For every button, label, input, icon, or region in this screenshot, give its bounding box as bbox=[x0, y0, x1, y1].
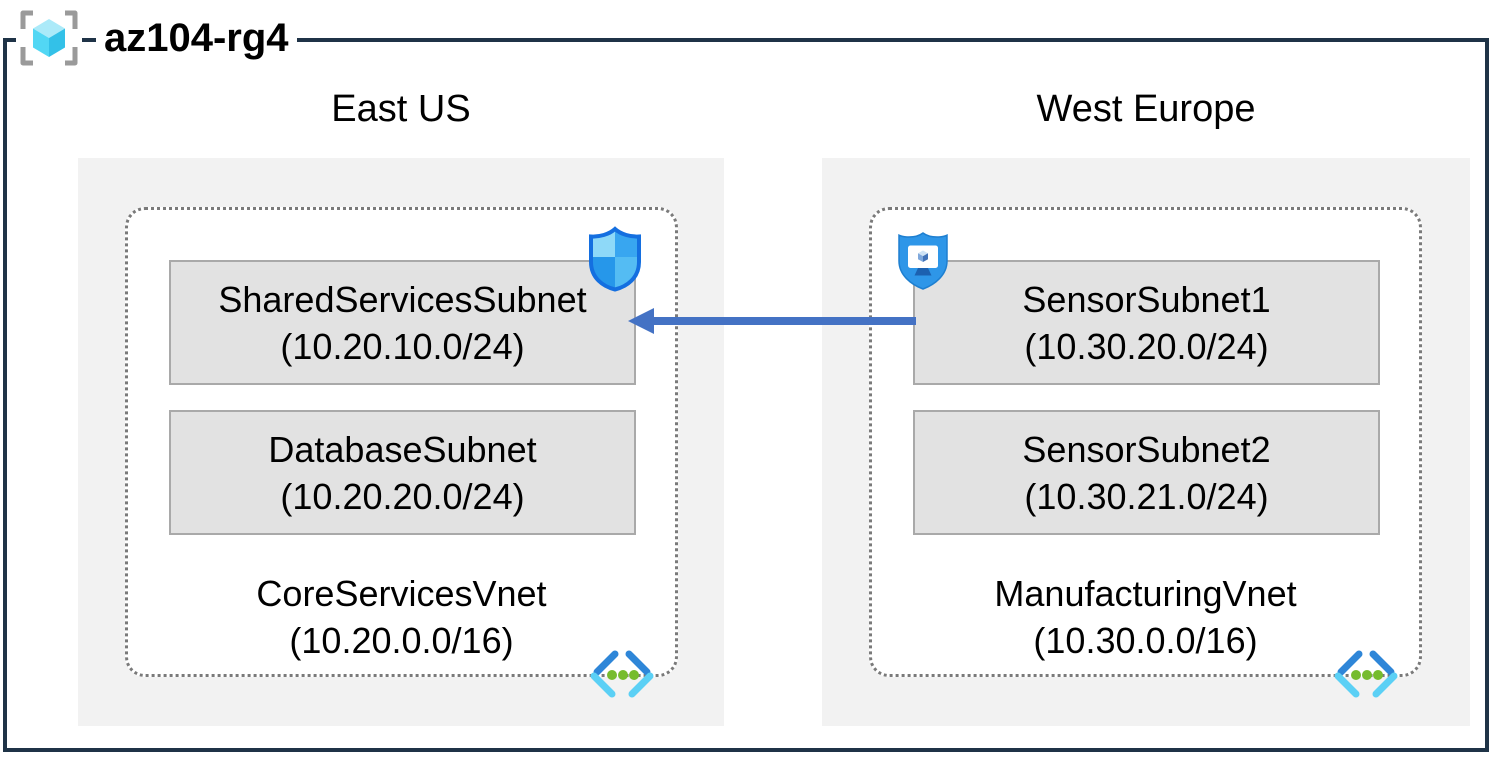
application-security-group-shield-icon bbox=[896, 231, 950, 291]
resource-group-frame bbox=[3, 38, 1489, 752]
vnet-label-coreservices: CoreServicesVnet (10.20.0.0/16) bbox=[128, 570, 675, 664]
region-label-west-europe: West Europe bbox=[1036, 88, 1256, 130]
subnet-cidr: (10.20.10.0/24) bbox=[280, 325, 525, 367]
vnet-cidr: (10.20.0.0/16) bbox=[289, 620, 514, 661]
subnet-sharedservices: SharedServicesSubnet (10.20.10.0/24) bbox=[169, 260, 636, 385]
subnet-name: SensorSubnet2 bbox=[1022, 428, 1271, 470]
subnet-cidr: (10.30.21.0/24) bbox=[1024, 475, 1269, 517]
virtual-network-icon bbox=[1333, 648, 1399, 700]
vnet-cidr: (10.30.0.0/16) bbox=[1033, 620, 1258, 661]
virtual-network-icon bbox=[589, 648, 655, 700]
subnet-sensor2: SensorSubnet2 (10.30.21.0/24) bbox=[913, 410, 1380, 535]
subnet-database: DatabaseSubnet (10.20.20.0/24) bbox=[169, 410, 636, 535]
resource-group-title: az104-rg4 bbox=[96, 9, 297, 67]
vnet-label-manufacturing: ManufacturingVnet (10.30.0.0/16) bbox=[872, 570, 1419, 664]
subnet-sensor1: SensorSubnet1 (10.30.20.0/24) bbox=[913, 260, 1380, 385]
vnet-name: ManufacturingVnet bbox=[994, 573, 1297, 614]
peering-arrow bbox=[626, 305, 918, 337]
subnet-name: SharedServicesSubnet bbox=[218, 278, 587, 320]
network-security-group-shield-icon bbox=[587, 226, 643, 292]
subnet-name: SensorSubnet1 bbox=[1022, 278, 1271, 320]
vnet-box-manufacturing: SensorSubnet1 (10.30.20.0/24) SensorSubn… bbox=[869, 207, 1422, 698]
region-label-east-us: East US bbox=[331, 88, 471, 130]
subnet-cidr: (10.20.20.0/24) bbox=[280, 475, 525, 517]
resource-group-header: az104-rg4 bbox=[16, 9, 297, 67]
vnet-box-coreservices: SharedServicesSubnet (10.20.10.0/24) Dat… bbox=[125, 207, 678, 698]
subnet-cidr: (10.30.20.0/24) bbox=[1024, 325, 1269, 367]
vnet-name: CoreServicesVnet bbox=[256, 573, 547, 614]
resource-group-icon bbox=[16, 9, 82, 67]
subnet-name: DatabaseSubnet bbox=[268, 428, 537, 470]
